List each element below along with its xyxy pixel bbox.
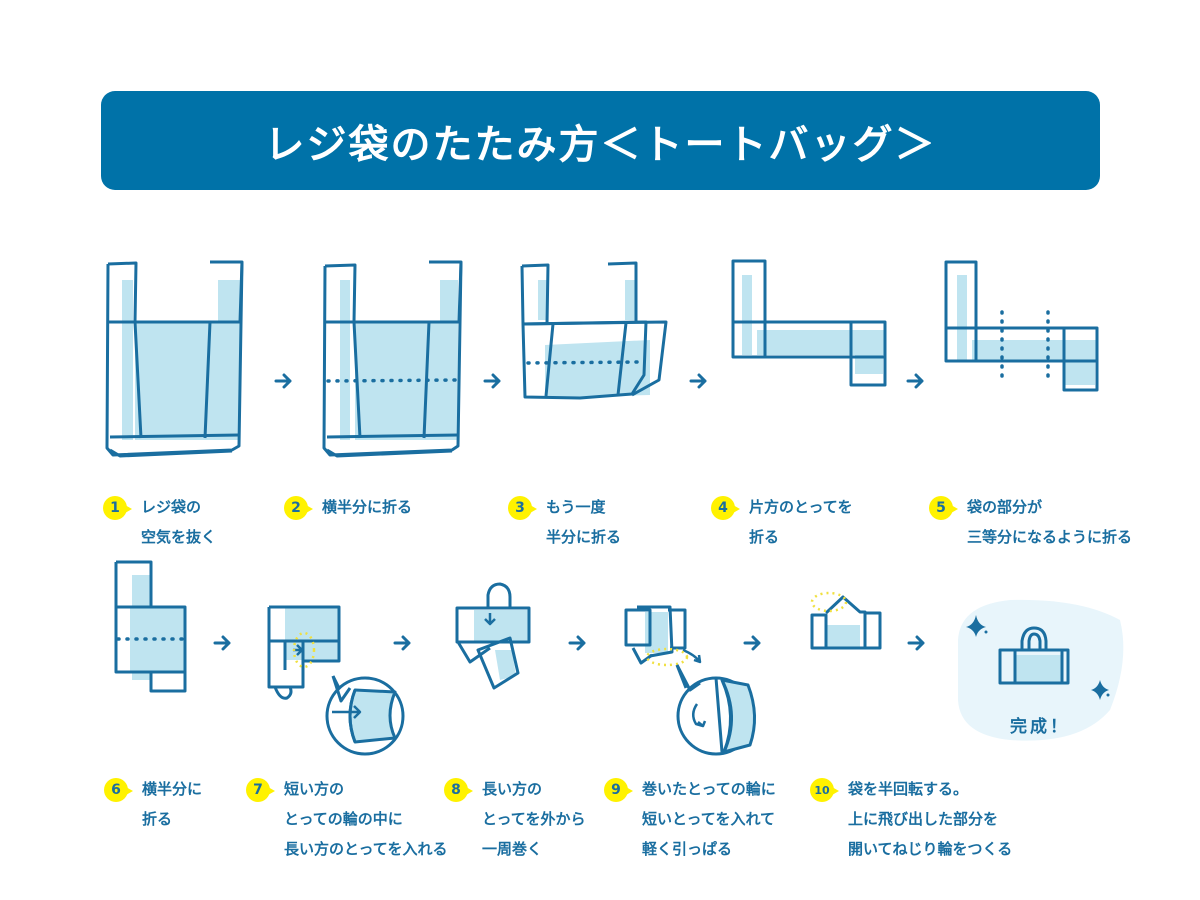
step-number-badge: 5 [929, 496, 958, 520]
step-number-badge: 8 [444, 778, 473, 802]
title-banner: レジ袋のたたみ方＜トートバッグ＞ [101, 91, 1100, 190]
step-number-badge: 1 [103, 496, 132, 520]
step-4: 4 片方のとってを折る [711, 496, 853, 552]
step-caption: 短い方のとっての輪の中に長い方のとってを入れる [284, 780, 448, 858]
step-8: 8 長い方のとってを外から一周巻く [444, 778, 586, 864]
step-number-badge: 4 [711, 496, 740, 520]
step6-bag-illustration [114, 560, 187, 693]
step-caption: 片方のとってを折る [749, 498, 853, 546]
step1-bag-illustration [105, 260, 244, 458]
step-caption: 横半分に折る [142, 780, 203, 828]
step-10: 10 袋を半回転する。上に飛び出した部分を開いてねじり輪をつくる [810, 778, 1012, 864]
completion-label: 完成！ [1010, 717, 1070, 737]
step-2: 2 横半分に折る [284, 496, 412, 522]
completed-tote-illustration [958, 599, 1124, 741]
step5-bag-illustration [944, 260, 1099, 392]
step-9: 9 巻いたとっての輪に短いとってを入れて軽く引っぱる [604, 778, 776, 864]
step-number-badge: 9 [604, 778, 633, 802]
step-caption: 袋を半回転する。上に飛び出した部分を開いてねじり輪をつくる [848, 780, 1013, 858]
step-5: 5 袋の部分が三等分になるように折る [929, 496, 1132, 552]
step-7: 7 短い方のとっての輪の中に長い方のとってを入れる [246, 778, 448, 864]
step-3: 3 もう一度半分に折る [508, 496, 621, 552]
step-number-badge: 3 [508, 496, 537, 520]
step-caption: 横半分に折る [322, 498, 413, 516]
step-number-badge: 2 [284, 496, 313, 520]
page-title: レジ袋のたたみ方＜トートバッグ＞ [264, 121, 937, 168]
step2-bag-illustration [322, 260, 463, 458]
step7-bag-illustration [267, 605, 405, 756]
step-caption: 巻いたとっての輪に短いとってを入れて軽く引っぱる [642, 780, 776, 858]
step-caption: 袋の部分が三等分になるように折る [967, 498, 1133, 546]
step4-bag-illustration [731, 259, 887, 387]
step-caption: もう一度半分に折る [546, 498, 622, 546]
step10-bag-illustration [810, 591, 882, 650]
step-caption: 長い方のとってを外から一周巻く [482, 780, 586, 858]
step9-bag-illustration [624, 605, 756, 756]
step-number-badge: 10 [810, 778, 839, 802]
step-6: 6 横半分に折る [104, 778, 202, 834]
step-number-badge: 7 [246, 778, 275, 802]
step8-bag-illustration [455, 582, 531, 690]
step3-bag-illustration [520, 261, 668, 400]
step-1: 1 レジ袋の空気を抜く [103, 496, 216, 552]
step-number-badge: 6 [104, 778, 133, 802]
step-caption: レジ袋の空気を抜く [141, 498, 217, 546]
